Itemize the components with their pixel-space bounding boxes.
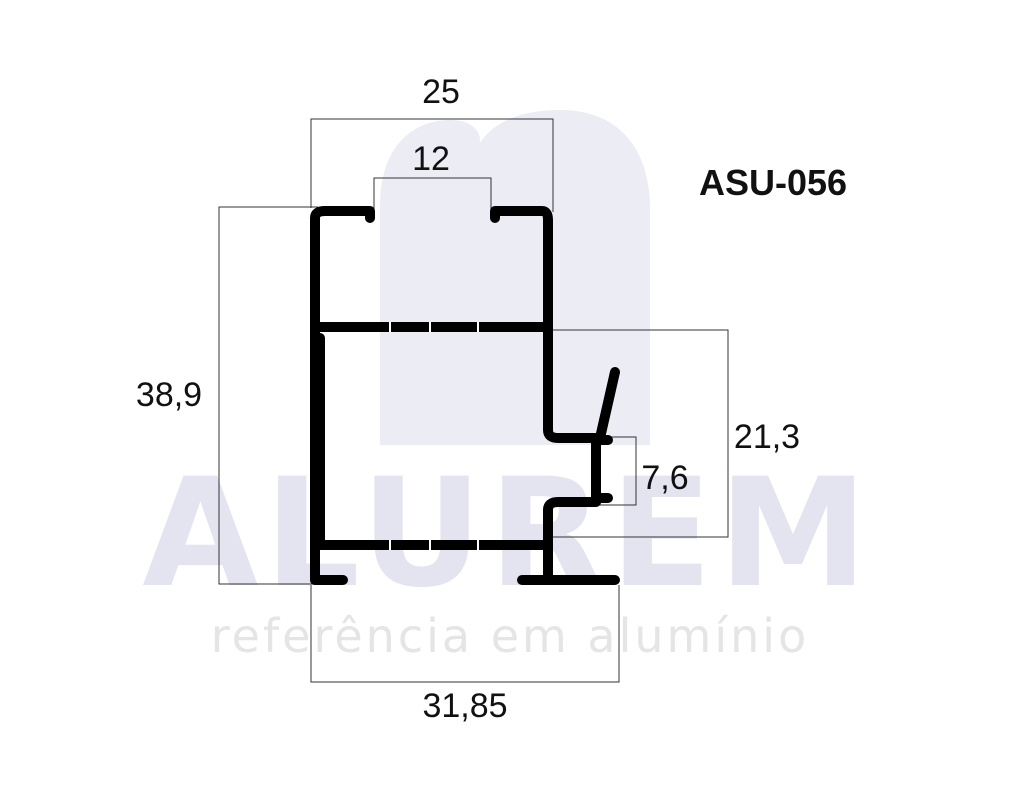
product-code: ASU-056 [699,162,847,203]
dim-slot-height: 7,6 [641,459,688,497]
dim-height: 38,9 [136,376,202,414]
watermark-brand: ALUREM [142,447,873,621]
dimension-lines [218,118,729,683]
profile-section [310,206,620,585]
watermark-tagline: referência em alumínio [211,609,809,663]
dim-side-height: 21,3 [734,418,800,456]
dim-top-width: 25 [422,73,460,111]
watermark-logo [380,110,650,445]
dim-inner-top-width: 12 [412,140,450,178]
dim-bottom-width: 31,85 [422,687,507,725]
